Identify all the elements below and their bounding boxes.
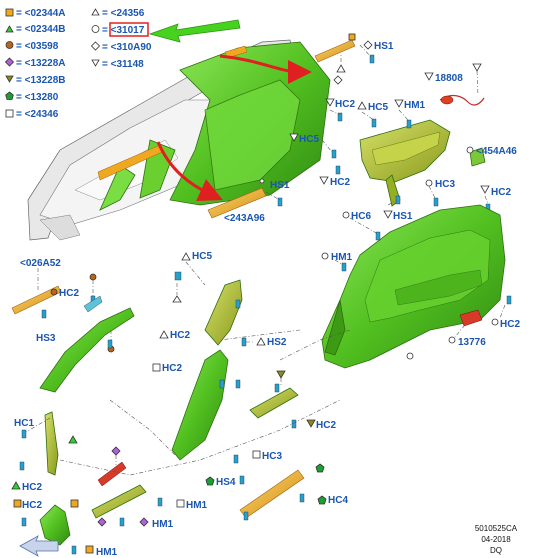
label-hc5: HC5 [192,251,212,262]
label-13776: 13776 [458,337,486,348]
orange-square-icon [5,8,14,17]
label-hs4: HS4 [216,477,236,488]
label-hc3: HC3 [435,179,455,190]
label-hm1: HM1 [96,547,118,558]
legend-item-13228a: = <13228A [4,57,66,69]
label-hc2: HC2 [22,500,42,511]
label-hc3: HC3 [262,451,282,462]
legend-text: = <03598 [16,41,59,52]
legend-text: = <02344A [16,8,66,19]
white-diamond-icon [90,41,101,51]
label-hc2: HC2 [170,330,190,341]
legend-text: = <13228B [16,75,66,86]
label-hc5: HC5 [368,102,388,113]
label-hm1: HM1 [186,500,208,511]
legend-text: = <13228A [16,58,66,69]
label-hc5: HC5 [299,134,319,145]
ref-date: 04-2018 [481,535,511,544]
label-hc2: HC2 [335,99,355,110]
part-b-pillar-lower: HC2 [152,349,241,461]
label-hm1: HM1 [152,519,174,530]
ref-code: 5010525CA [475,524,518,533]
legend-item-24356: = <24356 [91,8,145,19]
purple-diamond-icon [4,57,15,67]
label-hs1: HS1 [270,180,290,191]
label-hc1: HC1 [14,418,34,429]
label-hc2: HC2 [22,482,42,493]
legend-item-13280: = <13280 [5,91,59,103]
legend-item-13228b: = <13228B [5,75,66,86]
label-454a46: <454A46 [476,146,517,157]
label-hc2: HC2 [330,177,350,188]
label-hc2: HC2 [162,363,182,374]
legend-text: = <31017 [102,25,145,36]
label-hm1: HM1 [331,252,353,263]
label-hc6: HC6 [351,211,371,222]
highlight-box [109,22,149,37]
green-pointer-arrow [148,19,241,43]
white-triangle-down-icon [91,59,100,67]
part-left-kick-trim: HC1 HC2 HC2 [11,411,79,546]
legend-item-31017: = <31017 [91,22,149,37]
part-quarter-trim-large: HC6 HM1 HC2 13776 [321,204,520,369]
label-hc2: HC2 [500,319,520,330]
legend-text: = <31148 [102,59,144,70]
label-hs1: HS1 [374,41,394,52]
part-a-pillar-trim [39,307,135,393]
part-sill-red-clip: HM1 HM1 [71,446,174,558]
label-hc2: HC2 [316,420,336,431]
label-026a52: <026A52 [20,258,61,269]
legend-text: = <24346 [16,109,59,120]
legend-item-24346: = <24346 [5,109,59,120]
part-upper-right-bracket: 18808 HC2 HC5 HM1 HC5 <454A46 HC2 HC3 HC… [289,63,517,222]
legend-text: = <13280 [16,92,59,103]
legend-item-02344b: = <02344B [5,24,66,35]
view-direction-arrow [19,535,59,557]
label-hs2: HS2 [267,337,287,348]
drawing-reference: 5010525CA 04-2018 DQ [475,524,518,555]
white-circle-icon [91,25,100,33]
green-triangle-icon [5,25,14,33]
label-hc2: HC2 [491,187,511,198]
part-rocker-yellow-strip: HC2 [249,370,336,431]
label-18808: 18808 [435,73,463,84]
label-hs1: HS1 [393,211,413,222]
legend-text: = <24356 [102,8,145,19]
legend-text: = <02344B [16,24,66,35]
red-arrow-mid [156,141,223,201]
label-hm1: HM1 [404,100,426,111]
legend-text: = <310A90 [102,42,152,53]
label-243a96: <243A96 [224,213,265,224]
green-pentagon-icon [5,91,14,100]
olive-triangle-down-icon [5,75,14,83]
legend-item-310a90: = <310A90 [90,41,152,53]
legend-item-02344a: = <02344A [5,8,66,19]
label-hc2: HC2 [59,288,79,299]
white-triangle-icon [91,8,100,16]
legend: = <02344A = <02344B = <03598 = <13228A =… [4,8,152,120]
legend-item-03598: = <03598 [5,41,59,52]
part-b-pillar-upper: HC5 HC2 HS2 [159,251,287,348]
ref-initials: DQ [490,546,502,555]
label-hc4: HC4 [328,495,348,506]
legend-item-31148: = <31148 [91,59,144,70]
body-side-frame [27,39,331,241]
part-top-orange-strip: HS1 [314,33,394,85]
part-mid-orange-strip: HS1 <243A96 [207,178,290,224]
white-square-icon [5,109,14,118]
brown-circle-icon [5,41,14,49]
part-left-orange-strip: <026A52 HC2 HS3 [11,258,115,353]
part-lower-fasteners: HM1 HC3 HS4 HC4 [157,450,348,521]
red-arrow-top [219,54,312,84]
label-hs3: HS3 [36,333,56,344]
